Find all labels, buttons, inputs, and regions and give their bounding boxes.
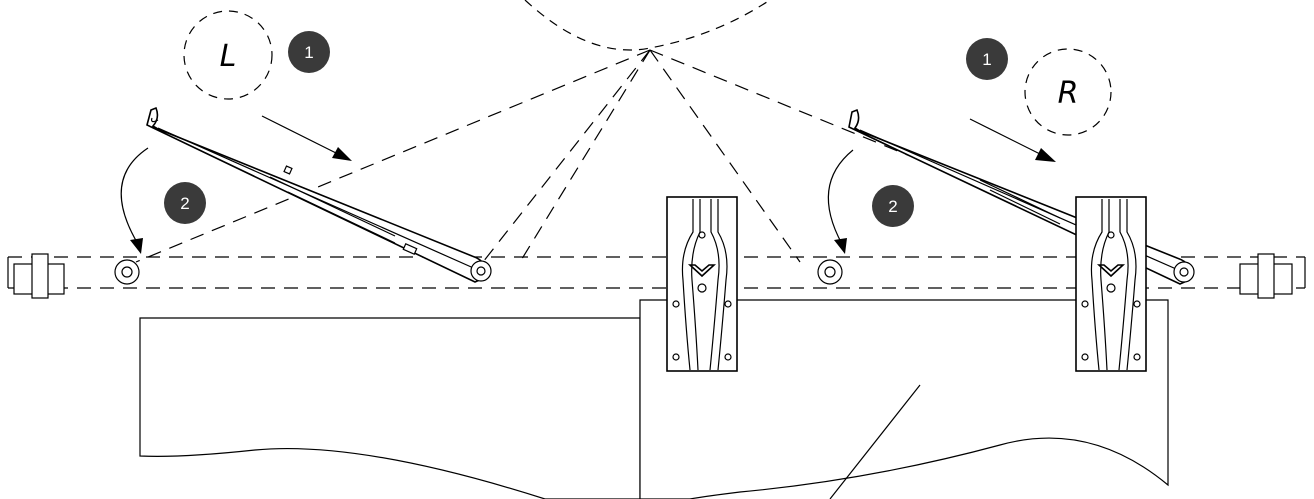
step-badge-1-right-text: 1: [982, 50, 991, 69]
side-label-right-text: R: [1058, 76, 1079, 111]
end-stop-left: [13, 253, 65, 299]
side-label-left: L: [183, 10, 273, 100]
side-label-right: R: [1024, 48, 1112, 136]
step-badge-1-right: 1: [966, 38, 1008, 80]
step-badge-2-left: 2: [164, 182, 206, 224]
rail: [7, 256, 1306, 289]
step-badge-1-left-text: 1: [304, 43, 313, 62]
arrow-rotate-left: [120, 147, 149, 254]
arrow-rotate-right: [827, 149, 854, 254]
roller-left-target: [114, 259, 140, 285]
roller-right-target: [817, 259, 843, 285]
step-badge-1-left: 1: [288, 31, 330, 73]
door-panel-right: [639, 299, 1169, 499]
step-badge-2-right-text: 2: [888, 197, 897, 216]
hanger-bracket-center: [666, 196, 738, 372]
door-panel-left: [139, 317, 641, 499]
side-label-left-text: L: [220, 39, 237, 74]
arrow-insert-left: [261, 115, 352, 161]
step-badge-2-right: 2: [872, 185, 914, 227]
arrow-insert-right: [969, 118, 1056, 162]
hanger-arm-left: [146, 106, 492, 283]
end-stop-right: [1239, 253, 1293, 299]
hanger-bracket-right: [1075, 196, 1147, 372]
step-badge-2-left-text: 2: [180, 194, 189, 213]
